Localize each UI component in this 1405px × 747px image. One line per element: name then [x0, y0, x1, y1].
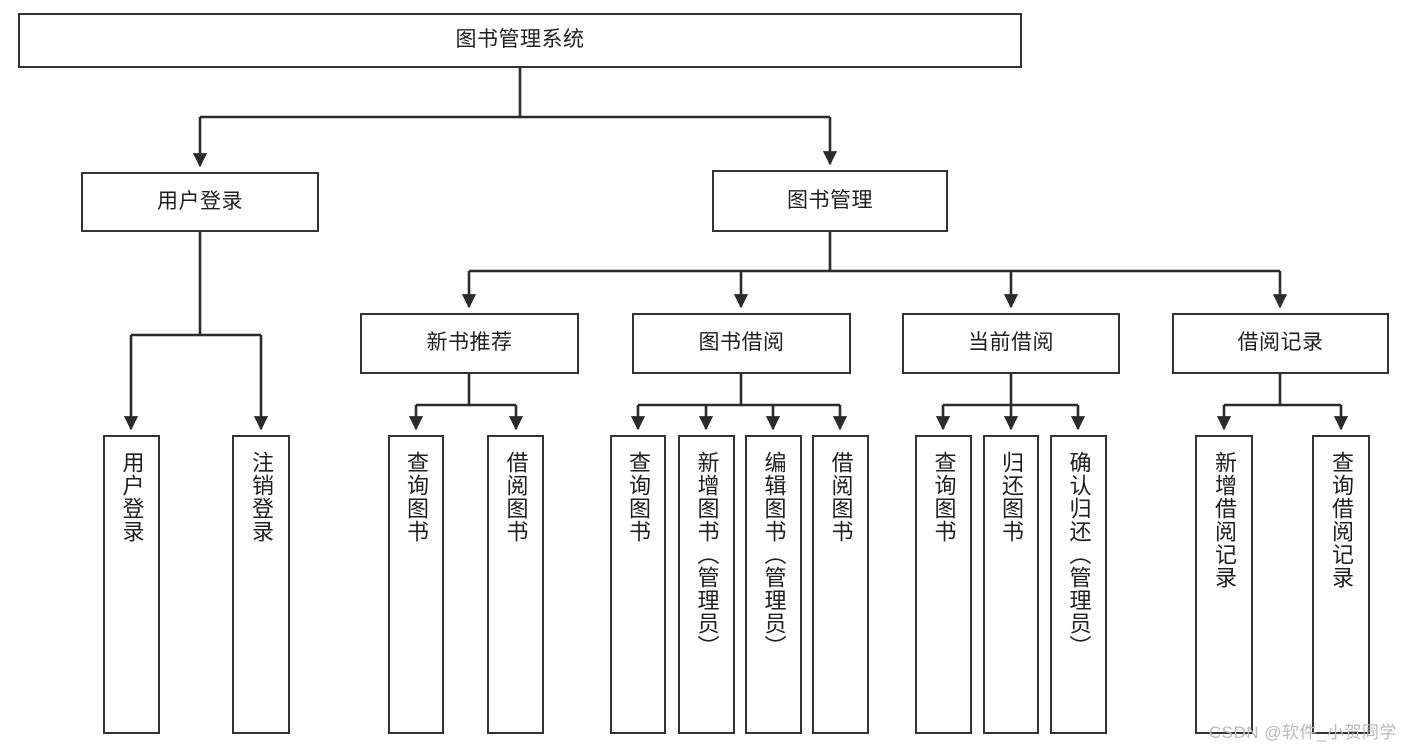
node-new-book-recommend[interactable]: 新书推荐: [360, 313, 579, 374]
leaf-confirm-return-admin-label: 确认归还（管理员）: [1066, 451, 1092, 658]
node-borrow-record[interactable]: 借阅记录: [1172, 313, 1389, 374]
node-current-borrow[interactable]: 当前借阅: [902, 313, 1120, 374]
node-root-label: 图书管理系统: [455, 28, 585, 52]
node-book-management-label: 图书管理: [787, 188, 873, 212]
leaf-edit-book-admin-label: 编辑图书（管理员）: [761, 451, 787, 658]
leaf-logout[interactable]: 注销登录: [232, 435, 290, 734]
node-current-borrow-label: 当前借阅: [968, 331, 1054, 355]
leaf-return-book-label: 归还图书: [999, 451, 1024, 543]
node-book-management[interactable]: 图书管理: [712, 170, 948, 232]
leaf-add-book-admin-label: 新增图书（管理员）: [694, 451, 720, 658]
leaf-borrow-book-recommend-label: 借阅图书: [503, 451, 529, 543]
leaf-edit-book-admin[interactable]: 编辑图书（管理员）: [745, 435, 802, 734]
leaf-confirm-return-admin[interactable]: 确认归还（管理员）: [1050, 435, 1107, 734]
leaf-add-borrow-record[interactable]: 新增借阅记录: [1195, 435, 1253, 734]
leaf-logout-label: 注销登录: [249, 451, 274, 543]
node-borrow-record-label: 借阅记录: [1237, 331, 1324, 355]
leaf-query-book-recommend[interactable]: 查询图书: [388, 435, 444, 734]
node-book-borrow-label: 图书借阅: [698, 331, 785, 355]
watermark: CSDN @软件_小贺同学: [1208, 723, 1397, 742]
leaf-query-borrow-record-label: 查询借阅记录: [1329, 451, 1354, 589]
leaf-borrow-book[interactable]: 借阅图书: [812, 435, 869, 734]
leaf-user-login-label: 用户登录: [119, 451, 145, 543]
node-user-login[interactable]: 用户登录: [81, 172, 319, 232]
leaf-borrow-book-label: 借阅图书: [828, 451, 854, 543]
node-root[interactable]: 图书管理系统: [18, 13, 1022, 68]
node-new-book-recommend-label: 新书推荐: [426, 331, 513, 355]
leaf-query-book-current-label: 查询图书: [931, 451, 957, 543]
leaf-return-book[interactable]: 归还图书: [983, 435, 1039, 734]
leaf-query-borrow-record[interactable]: 查询借阅记录: [1312, 435, 1370, 734]
node-user-login-label: 用户登录: [157, 189, 243, 213]
leaf-user-login[interactable]: 用户登录: [103, 435, 160, 734]
leaf-query-book-borrow[interactable]: 查询图书: [610, 435, 666, 734]
leaf-query-book-current[interactable]: 查询图书: [915, 435, 972, 734]
leaf-query-book-recommend-label: 查询图书: [404, 451, 429, 543]
leaf-query-book-borrow-label: 查询图书: [626, 451, 651, 543]
leaf-add-borrow-record-label: 新增借阅记录: [1212, 451, 1237, 589]
leaf-borrow-book-recommend[interactable]: 借阅图书: [487, 435, 544, 734]
node-book-borrow[interactable]: 图书借阅: [632, 313, 851, 374]
leaf-add-book-admin[interactable]: 新增图书（管理员）: [678, 435, 735, 734]
